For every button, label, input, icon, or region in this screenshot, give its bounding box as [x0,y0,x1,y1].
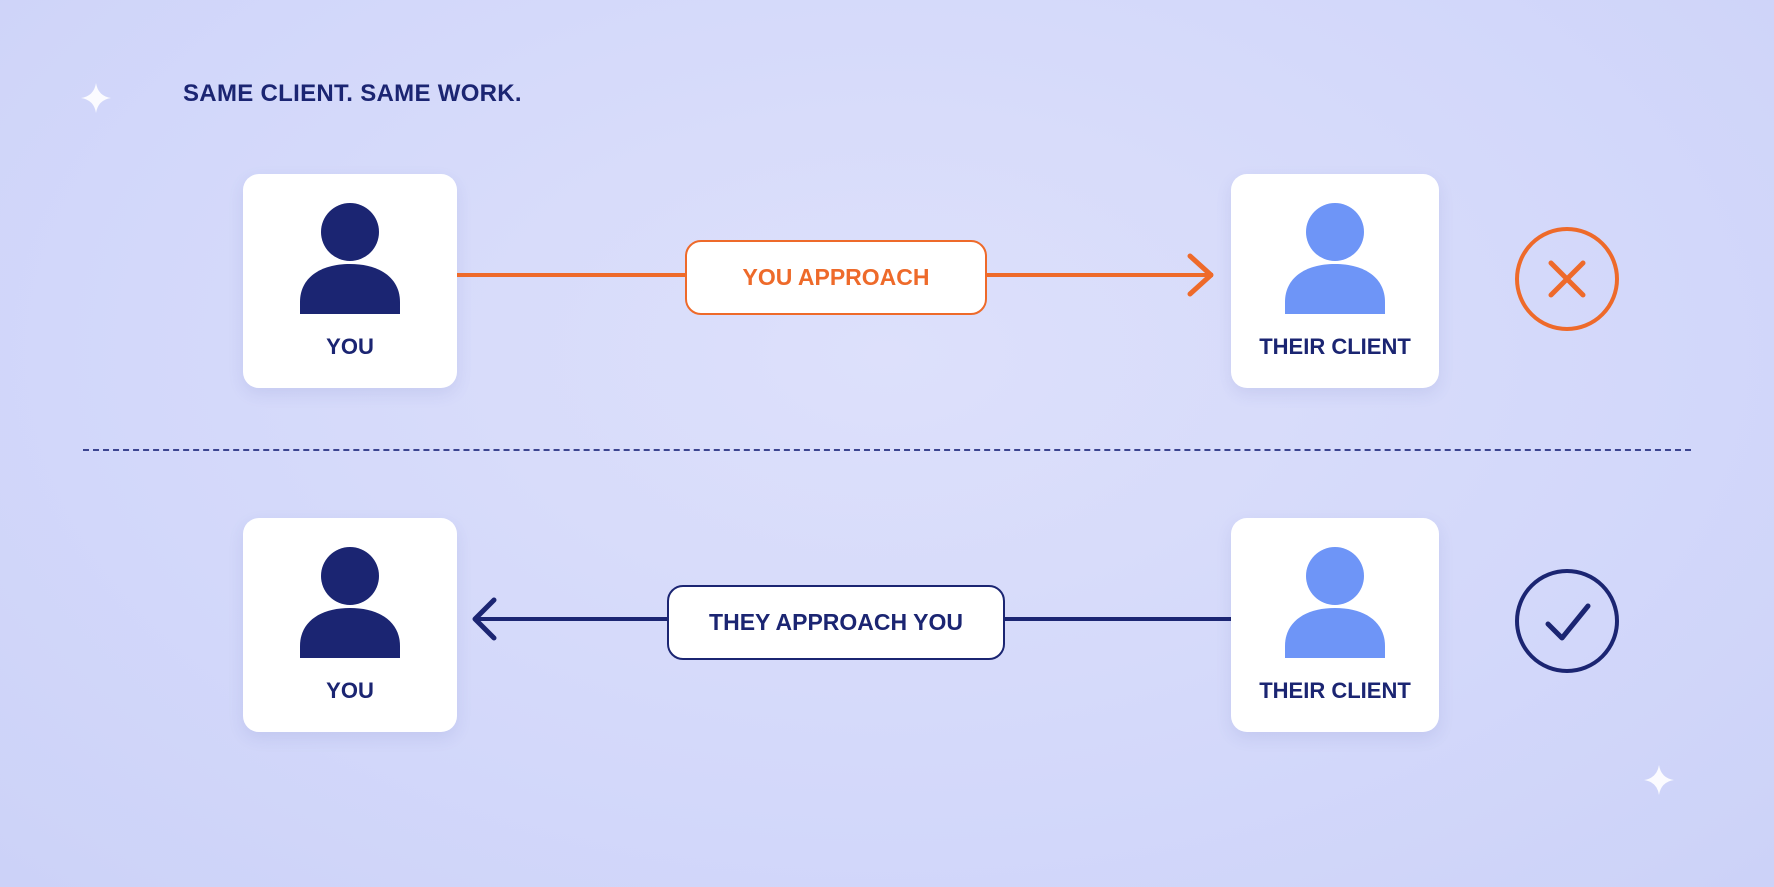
sparkle-icon [81,83,111,113]
arrow-right-icon [1187,253,1214,297]
arrow-left-icon [472,597,497,641]
you-person-icon [300,203,400,314]
client-person-icon [1285,203,1385,314]
client-card-bottom: THEIR CLIENT [1231,518,1439,732]
client-card-top: THEIR CLIENT [1231,174,1439,388]
section-divider [83,449,1691,451]
client-label: THEIR CLIENT [1259,678,1411,703]
sparkle-icon [1644,765,1674,795]
they-approach-you-label: THEY APPROACH YOU [667,585,1005,660]
check-icon [1515,569,1619,673]
you-card-bottom: YOU [243,518,457,732]
client-label: THEIR CLIENT [1259,334,1411,359]
x-icon [1515,227,1619,331]
client-person-icon [1285,547,1385,658]
you-label: YOU [326,678,374,703]
you-label: YOU [326,334,374,359]
you-person-icon [300,547,400,658]
headline: SAME CLIENT. SAME WORK. [183,80,522,107]
you-approach-label: YOU APPROACH [685,240,987,315]
you-card-top: YOU [243,174,457,388]
